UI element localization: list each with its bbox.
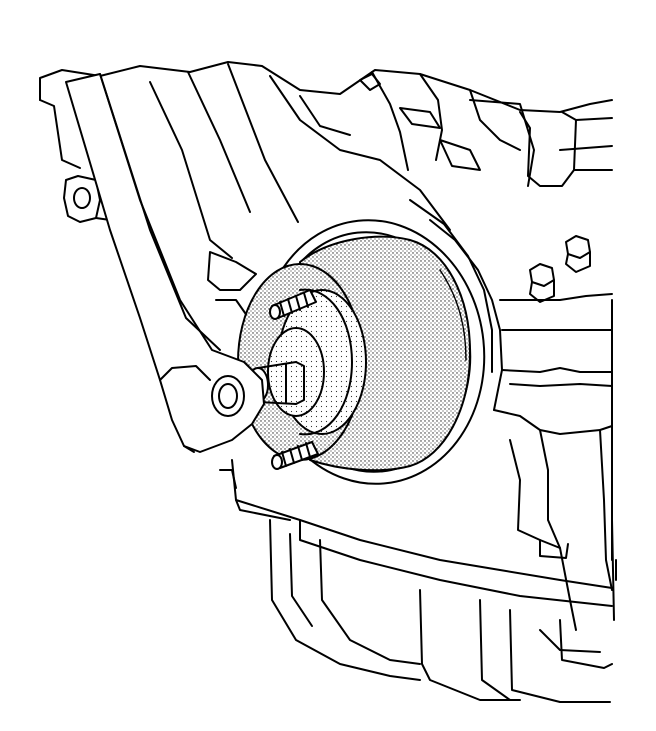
hex-bolt <box>529 263 555 303</box>
installer-bolt-lower <box>271 441 319 470</box>
hex-bolt <box>565 235 591 273</box>
installer-bolt-upper <box>269 289 317 320</box>
holding-wrench <box>65 73 265 453</box>
crankshaft-seal-installer <box>237 235 471 472</box>
engine-block <box>39 61 617 703</box>
oil-pan <box>269 519 613 703</box>
